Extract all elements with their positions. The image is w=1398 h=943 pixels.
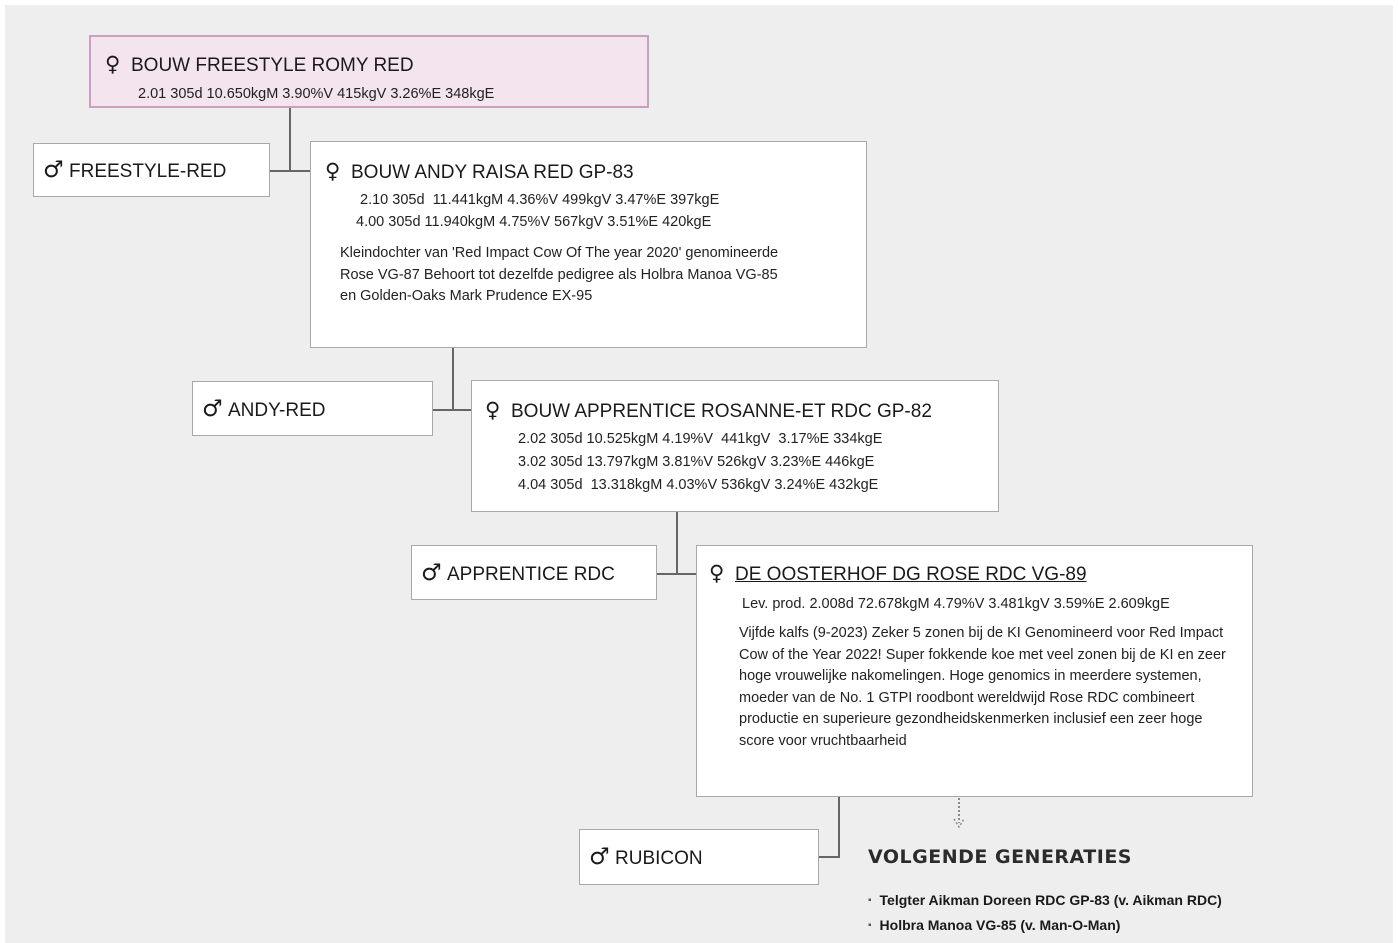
connector bbox=[818, 856, 840, 858]
dam-name-gen1: ♀ BOUW FREESTYLE ROMY RED bbox=[105, 52, 414, 78]
male-icon: ♂ bbox=[421, 560, 442, 586]
female-icon: ♀ bbox=[105, 52, 121, 76]
dam-name-gen3: ♀ BOUW APPRENTICE ROSANNE-ET RDC GP-82 bbox=[485, 398, 932, 424]
connector bbox=[289, 108, 291, 172]
female-icon: ♀ bbox=[485, 398, 501, 422]
sire-card-gen5: ♂RUBICON bbox=[579, 829, 819, 885]
sire-card-gen2: ♂FREESTYLE-RED bbox=[33, 143, 270, 197]
sire-card-gen3: ♂ANDY-RED bbox=[192, 381, 433, 436]
dam-name-text: BOUW ANDY RAISA RED GP-83 bbox=[351, 162, 634, 183]
dam-stats-line: 3.02 305d 13.797kgM 3.81%V 526kgV 3.23%E… bbox=[518, 454, 875, 470]
sire-name-text: APPRENTICE RDC bbox=[447, 564, 615, 585]
dam-stats-line: Lev. prod. 2.008d 72.678kgM 4.79%V 3.481… bbox=[742, 596, 1170, 612]
dam-stats-line: 2.10 305d 11.441kgM 4.36%V 499kgV 3.47%E… bbox=[360, 192, 720, 208]
sire-name-gen2: ♂FREESTYLE-RED bbox=[43, 158, 226, 184]
dam-stats-line: 2.01 305d 10.650kgM 3.90%V 415kgV 3.26%E… bbox=[138, 86, 495, 102]
connector bbox=[452, 347, 454, 411]
connector bbox=[432, 409, 472, 411]
dam-card-gen2: ♀ BOUW ANDY RAISA RED GP-83 2.10 305d 11.… bbox=[310, 141, 867, 348]
connector bbox=[269, 170, 311, 172]
dashed-arrow-down-icon bbox=[952, 797, 966, 831]
volgende-generaties-list: Telgter Aikman Doreen RDC GP-83 (v. Aikm… bbox=[868, 889, 1222, 939]
dam-card-gen3: ♀ BOUW APPRENTICE ROSANNE-ET RDC GP-82 2.… bbox=[471, 380, 999, 512]
dam-name-text: BOUW APPRENTICE ROSANNE-ET RDC GP-82 bbox=[511, 401, 932, 422]
sire-name-gen3: ♂ANDY-RED bbox=[202, 397, 326, 423]
connector bbox=[676, 511, 678, 575]
dam-card-gen1: ♀ BOUW FREESTYLE ROMY RED 2.01 305d 10.65… bbox=[89, 35, 649, 108]
dam-name-text: BOUW FREESTYLE ROMY RED bbox=[131, 55, 414, 76]
sire-name-gen5: ♂RUBICON bbox=[589, 845, 703, 871]
dam-description: Vijfde kalfs (9-2023) Zeker 5 zonen bij … bbox=[739, 625, 1226, 749]
sire-name-gen4: ♂APPRENTICE RDC bbox=[421, 561, 615, 587]
list-item: Holbra Manoa VG-85 (v. Man-O-Man) bbox=[868, 914, 1222, 939]
dam-description: Kleindochter van 'Red Impact Cow Of The … bbox=[340, 245, 779, 305]
sire-card-gen4: ♂APPRENTICE RDC bbox=[411, 545, 657, 600]
connector bbox=[656, 573, 697, 575]
sire-name-text: FREESTYLE-RED bbox=[69, 161, 227, 182]
female-icon: ♀ bbox=[709, 561, 725, 585]
sire-name-text: RUBICON bbox=[615, 848, 703, 869]
list-item: Telgter Aikman Doreen RDC GP-83 (v. Aikm… bbox=[868, 889, 1222, 914]
dam-stats-line: 4.04 305d 13.318kgM 4.03%V 536kgV 3.24%E… bbox=[518, 477, 879, 493]
dam-name-gen2: ♀ BOUW ANDY RAISA RED GP-83 bbox=[325, 159, 634, 185]
dam-name-gen4: ♀ DE OOSTERHOF DG ROSE RDC VG-89 bbox=[709, 561, 1087, 587]
volgende-generaties-title: VOLGENDE GENERATIES bbox=[868, 846, 1132, 868]
female-icon: ♀ bbox=[325, 159, 341, 183]
male-icon: ♂ bbox=[202, 396, 223, 422]
dam-name-link[interactable]: DE OOSTERHOF DG ROSE RDC VG-89 bbox=[735, 564, 1087, 585]
connector bbox=[838, 796, 840, 858]
dam-stats-line: 4.00 305d 11.940kgM 4.75%V 567kgV 3.51%E… bbox=[356, 214, 712, 230]
dam-card-gen4: ♀ DE OOSTERHOF DG ROSE RDC VG-89 Lev. pro… bbox=[696, 545, 1253, 797]
male-icon: ♂ bbox=[43, 157, 64, 183]
sire-name-text: ANDY-RED bbox=[228, 400, 326, 421]
dam-stats-line: 2.02 305d 10.525kgM 4.19%V 441kgV 3.17%E… bbox=[518, 431, 883, 447]
male-icon: ♂ bbox=[589, 844, 610, 870]
